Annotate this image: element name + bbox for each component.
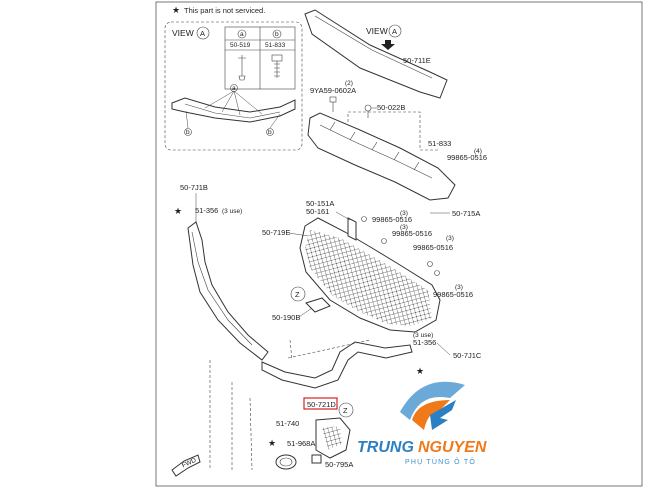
- label-qty-3-b: (3): [400, 224, 408, 231]
- label-50-161: 50-161: [306, 207, 329, 216]
- brand-name-nguyen: NGUYEN: [418, 439, 487, 456]
- highlight-box-50-721D: [303, 397, 338, 410]
- trim-50-7J1B: [187, 221, 269, 361]
- fwd-arrow-icon: FWD: [171, 454, 201, 477]
- star-51-740: ★: [268, 438, 276, 448]
- label-z-a: Z: [295, 290, 300, 299]
- brand-logo: TRUNG NGUYEN PHỤ TÙNG Ô TÔ: [357, 381, 487, 466]
- emblem-base-50-721D: [315, 417, 351, 459]
- screw-b-icon: [361, 216, 367, 222]
- marker-b-right: b: [268, 129, 272, 136]
- camera-cover-50-190B: [305, 297, 331, 313]
- marker-a: a: [240, 31, 244, 38]
- label-3-use-a: (3 use): [222, 208, 242, 215]
- part-51-833: 51-833: [265, 42, 286, 49]
- label-51-833: 51-833: [428, 139, 451, 148]
- label-50-7J1C: 50-7J1C: [453, 351, 482, 360]
- view-arrow-letter: A: [392, 27, 397, 36]
- brand-name-trung: TRUNG: [357, 439, 414, 456]
- label-99865-0516-c: 99865-0516: [392, 229, 432, 238]
- clip-icon: [238, 55, 246, 81]
- view-arrow-title: VIEW: [366, 26, 388, 36]
- view-inset-letter: A: [200, 29, 205, 38]
- label-99865-0516-d: 99865-0516: [413, 243, 453, 252]
- label-qty-3-d: (3): [455, 284, 463, 291]
- label-99865-0516-a: 99865-0516: [447, 153, 487, 162]
- label-9YA59-0602A: 9YA59-0602A: [310, 86, 356, 95]
- upper-cover-50-711E: [304, 9, 448, 99]
- label-50-022B: 50-022B: [377, 103, 405, 112]
- label-qty-3-c: (3): [446, 235, 454, 242]
- label-50-190B: 50-190B: [272, 313, 300, 322]
- label-50-795A: 50-795A: [325, 460, 353, 469]
- legend-star: ★: [172, 5, 180, 15]
- screw-icon: [271, 54, 283, 78]
- marker-a-top: a: [232, 85, 236, 92]
- marker-b: b: [275, 31, 279, 38]
- view-a-inset: VIEW A a b 50-519 51-833 a b: [164, 21, 303, 151]
- label-99865-0516-e: 99865-0516: [433, 290, 473, 299]
- label-z-b: Z: [343, 406, 348, 415]
- bracket-50-715A: [307, 112, 456, 201]
- screw-e-icon: [434, 270, 440, 276]
- label-99865-0516-b: 99865-0516: [372, 215, 412, 224]
- label-50-719E: 50-719E: [262, 228, 290, 237]
- label-50-715A: 50-715A: [452, 209, 480, 218]
- part-50-519: 50-519: [230, 42, 251, 49]
- emblem-51-740: [275, 454, 297, 470]
- marker-b-left: b: [186, 129, 190, 136]
- label-50-721D: 50-721D: [307, 400, 336, 409]
- bolt-icon: [329, 96, 337, 112]
- label-qty-2: (2): [345, 80, 353, 87]
- label-50-7J1B: 50-7J1B: [180, 183, 208, 192]
- label-51-740: 51-740: [276, 419, 299, 428]
- label-50-711E: 50-711E: [403, 56, 431, 65]
- diagram-frame: [155, 1, 643, 487]
- screw-d-icon: [427, 261, 433, 267]
- legend-text: This part is not serviced.: [184, 6, 265, 15]
- screw-c-icon: [381, 238, 387, 244]
- label-51-356-b: 51-356: [413, 338, 436, 347]
- view-a-arrow: VIEW A: [366, 24, 402, 50]
- camera-50-795A: [311, 454, 322, 464]
- trim-50-7J1C: [261, 341, 413, 389]
- brand-tagline: PHỤ TÙNG Ô TÔ: [405, 457, 476, 466]
- label-50-151A: 50-151A: [306, 199, 334, 208]
- sensor-bracket-icon: [347, 217, 357, 241]
- star-7J1B: ★: [174, 206, 182, 216]
- label-qty-4: (4): [474, 148, 482, 155]
- view-inset-title: VIEW: [172, 28, 194, 38]
- clip-50-022B-icon: [364, 104, 372, 118]
- star-7J1C: ★: [416, 366, 424, 376]
- label-3-use-b: (3 use): [413, 332, 433, 339]
- label-51-356-a: 51-356: [195, 206, 218, 215]
- label-51-968A: 51-968A: [287, 439, 315, 448]
- label-qty-3-a: (3): [400, 210, 408, 217]
